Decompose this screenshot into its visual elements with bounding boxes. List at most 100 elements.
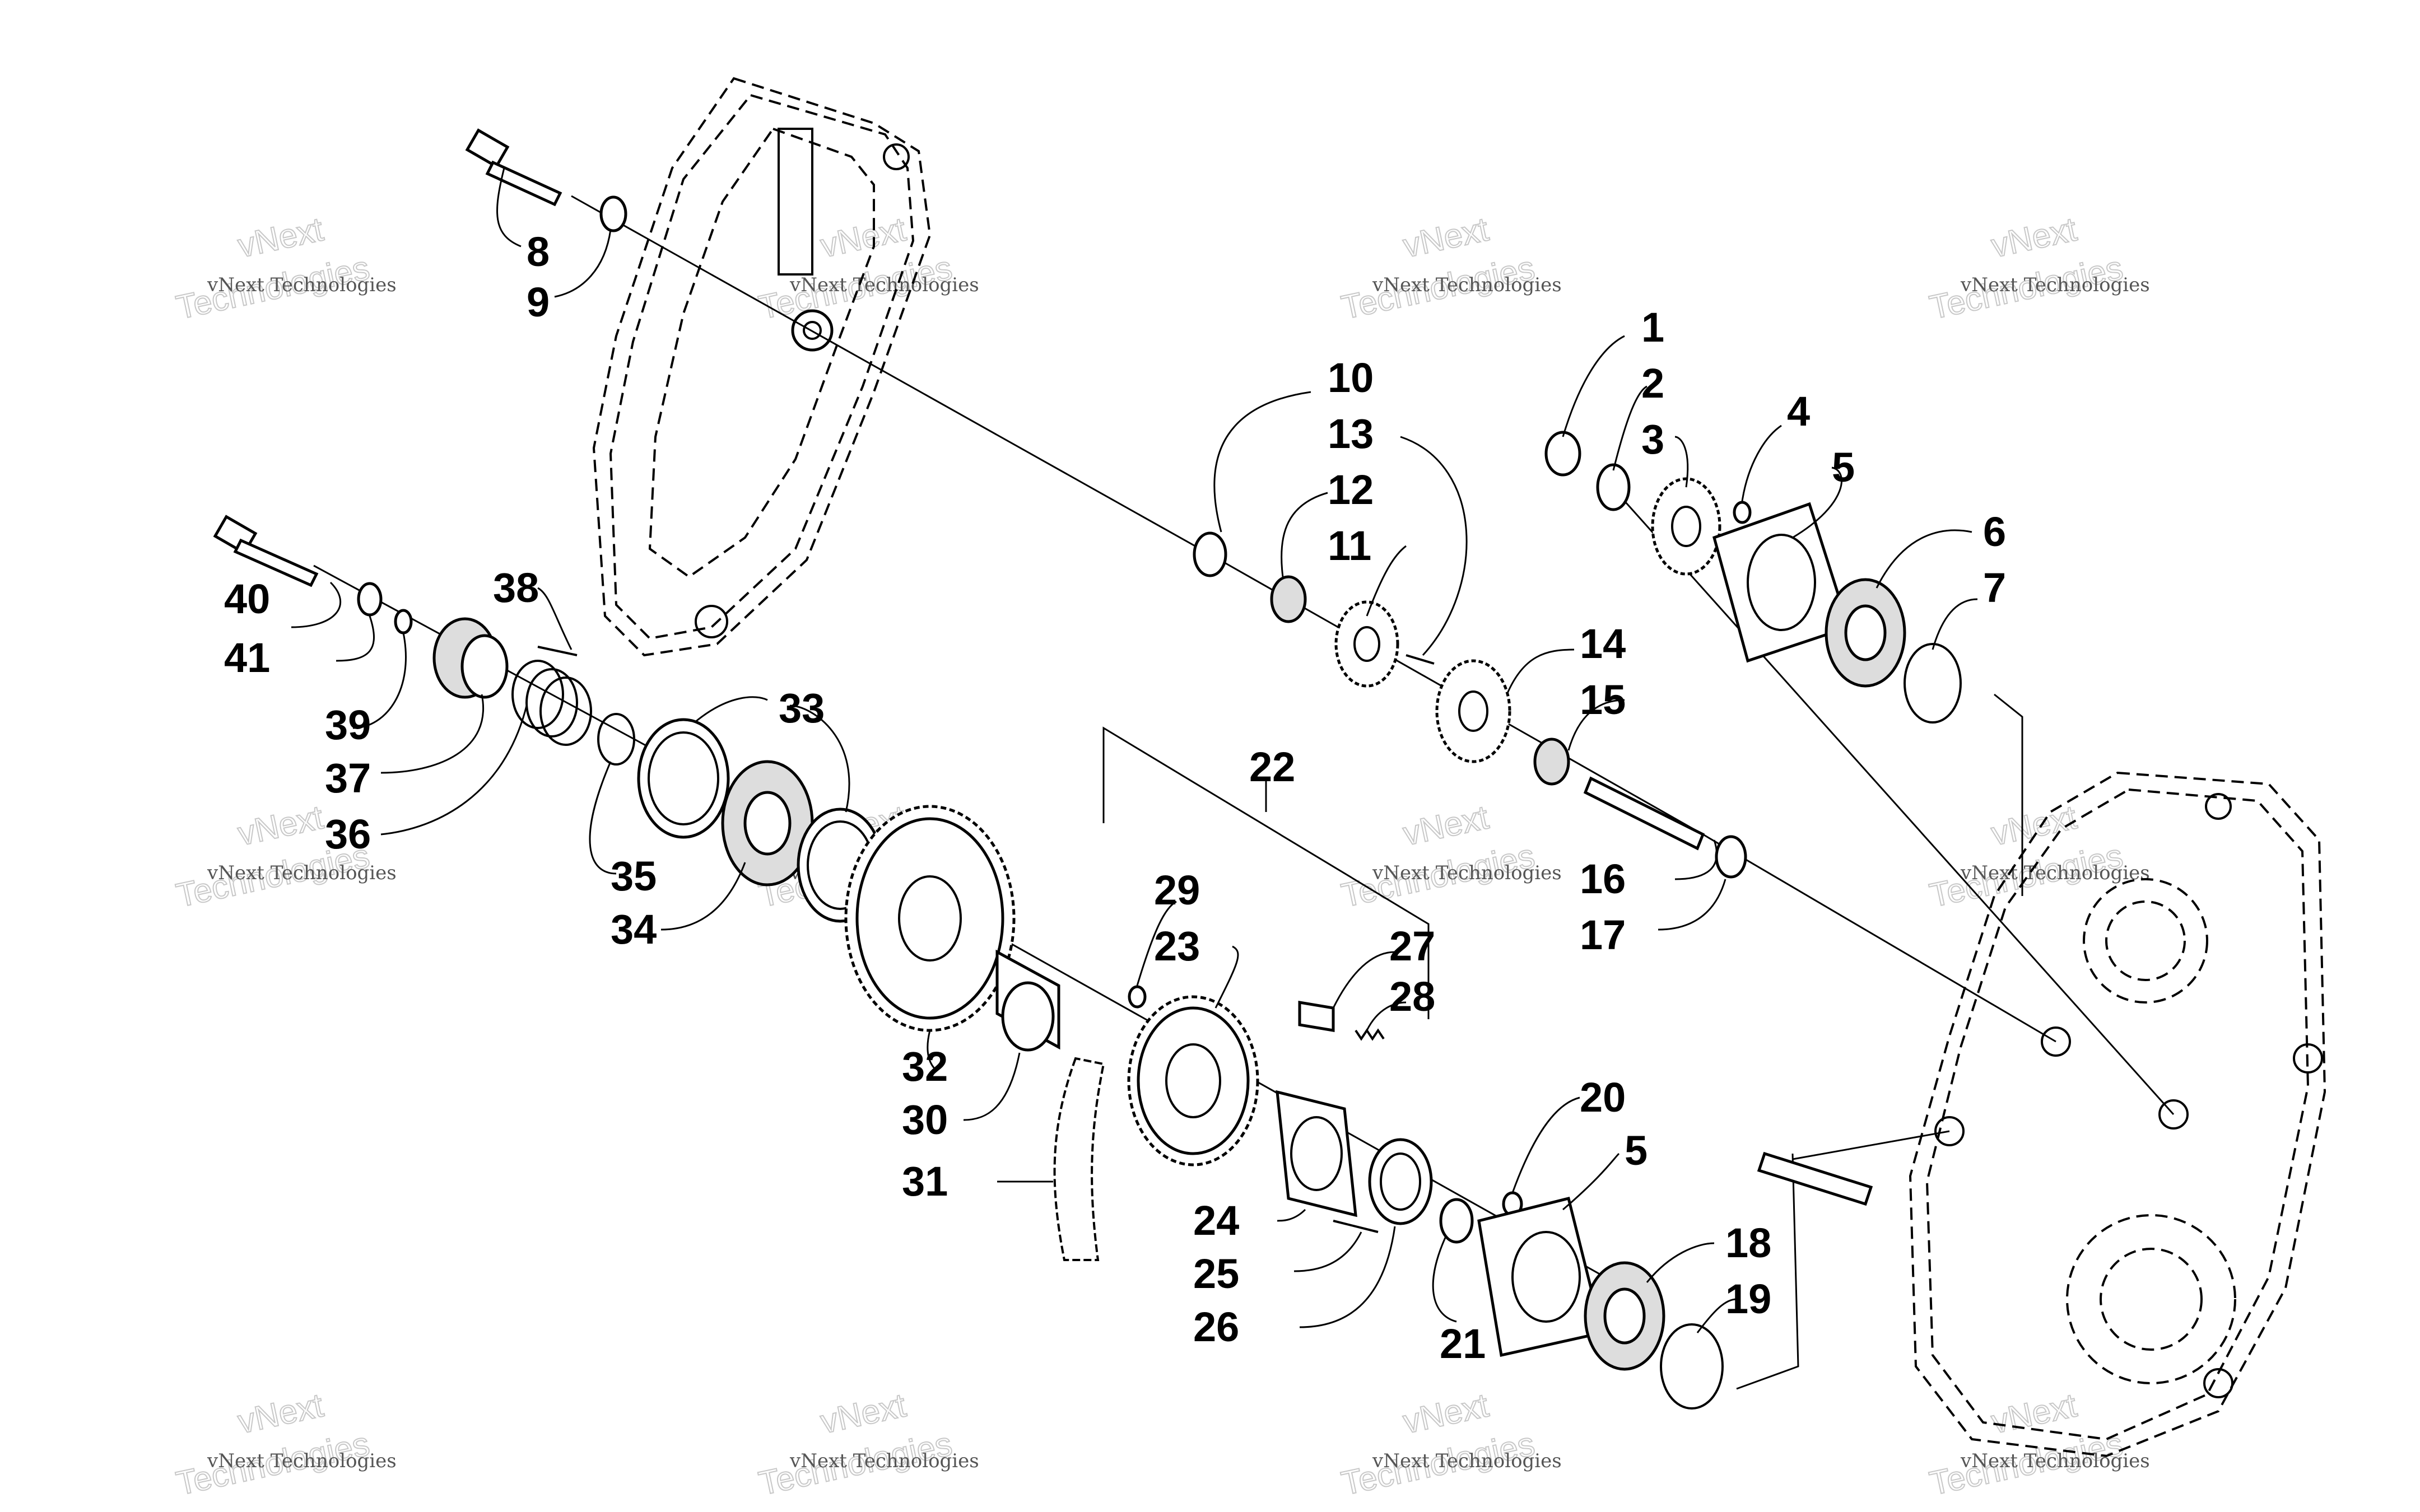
- svg-text:vNext Technologies: vNext Technologies: [1960, 1450, 2150, 1472]
- part-spring-28: [1355, 1028, 1385, 1041]
- part-washer-21: [1439, 1198, 1474, 1244]
- part-chain-31: [1053, 1057, 1105, 1261]
- part-nut-1: [1544, 431, 1581, 477]
- callout-23: 23: [1154, 923, 1200, 969]
- part-washer-9: [599, 195, 627, 232]
- callout-28: 28: [1389, 973, 1435, 1020]
- callout-41: 41: [224, 634, 270, 681]
- part-o-ring-7: [1904, 643, 1962, 724]
- part-pin-27: [1298, 1001, 1335, 1032]
- part-bushing-15: [1533, 738, 1570, 786]
- callout-10: 10: [1328, 354, 1374, 401]
- svg-text:vNext Technologies: vNext Technologies: [1960, 274, 2150, 296]
- part-gear-23: [1127, 995, 1259, 1166]
- part-screw-25: [1333, 1220, 1379, 1233]
- svg-text:vNext: vNext: [235, 210, 327, 264]
- watermark: vNext Technologies vNext Technologies: [755, 1385, 979, 1502]
- svg-text:vNext: vNext: [1400, 210, 1492, 264]
- part-spring-36: [511, 660, 592, 746]
- callout-22: 22: [1249, 744, 1295, 790]
- watermark: vNext Technologies vNext Technologies: [1338, 209, 1562, 326]
- svg-text:vNext: vNext: [1400, 1386, 1492, 1440]
- callout-1: 1: [1641, 304, 1664, 351]
- svg-text:vNext Technologies: vNext Technologies: [207, 274, 397, 296]
- watermarks: vNext Technologies vNext Technologies vN…: [173, 209, 2150, 1502]
- part-snap-ring-35: [597, 713, 635, 766]
- callout-21: 21: [1440, 1320, 1486, 1367]
- callout-25: 25: [1193, 1250, 1239, 1297]
- callout-24: 24: [1193, 1197, 1239, 1244]
- part-bolt-8: [465, 128, 562, 207]
- callout-37: 37: [325, 755, 371, 801]
- callout-19: 19: [1725, 1276, 1771, 1322]
- part-cap-37: [432, 617, 509, 699]
- part-plate-24: [1276, 1090, 1357, 1217]
- part-pin-38: [537, 646, 578, 656]
- callout-31: 31: [902, 1158, 948, 1205]
- callout-12: 12: [1328, 466, 1374, 513]
- callout-32: 32: [902, 1043, 948, 1090]
- callout-5a: 5: [1832, 444, 1855, 491]
- callout-6: 6: [1983, 508, 2006, 555]
- part-gear-11: [1334, 600, 1399, 688]
- watermark: vNext Technologies vNext Technologies: [1338, 1385, 1562, 1502]
- callout-27: 27: [1389, 923, 1435, 969]
- part-gear-32: [844, 805, 1016, 1032]
- callout-7: 7: [1983, 564, 2006, 611]
- callout-34: 34: [611, 906, 657, 953]
- part-gear-3: [1651, 477, 1721, 576]
- part-washer-10: [1193, 531, 1227, 577]
- callout-39: 39: [325, 702, 371, 748]
- part-hub-30: [995, 949, 1060, 1052]
- callout-3: 3: [1641, 416, 1664, 463]
- watermark: vNext Technologies vNext Technologies: [173, 1385, 397, 1502]
- part-clip-39: [394, 609, 413, 634]
- part-bearing-6: [1825, 578, 1906, 688]
- part-bolt-40: [213, 515, 319, 587]
- svg-text:vNext: vNext: [817, 1386, 909, 1440]
- callout-14: 14: [1580, 620, 1626, 667]
- part-bearing-plate-5b: [1477, 1196, 1604, 1357]
- callout-9: 9: [527, 279, 550, 325]
- svg-text:vNext Technologies: vNext Technologies: [1372, 274, 1562, 296]
- svg-text:vNext: vNext: [1988, 210, 2080, 264]
- part-washer-17: [1715, 835, 1747, 879]
- svg-text:vNext Technologies: vNext Technologies: [789, 1450, 979, 1472]
- part-pin-13: [1406, 654, 1435, 665]
- chaincase-cover-outline: [592, 77, 932, 657]
- chaincase-housing-outline: [1909, 771, 2326, 1458]
- watermark: vNext Technologies vNext Technologies: [1338, 797, 1562, 914]
- watermark: vNext Technologies vNext Technologies: [1926, 209, 2150, 326]
- part-thrust-bearing-34: [721, 760, 814, 886]
- callout-26: 26: [1193, 1304, 1239, 1350]
- part-washer-41: [357, 582, 383, 617]
- callout-numbers: 1 2 3 4 5 6 7 8 9 10 13 12 11 14 15 16 1…: [224, 228, 2006, 1367]
- watermark: vNext Technologies vNext Technologies: [755, 209, 979, 326]
- part-bearing-18: [1584, 1261, 1665, 1371]
- callout-5b: 5: [1625, 1127, 1648, 1174]
- svg-text:vNext Technologies: vNext Technologies: [1372, 862, 1562, 884]
- svg-text:vNext Technologies: vNext Technologies: [1372, 1450, 1562, 1472]
- callout-33: 33: [779, 685, 825, 731]
- watermark: vNext Technologies vNext Technologies: [173, 209, 397, 326]
- callout-18: 18: [1725, 1220, 1771, 1266]
- svg-text:vNext Technologies: vNext Technologies: [1960, 862, 2150, 884]
- part-bushing-12: [1270, 575, 1307, 623]
- part-nut-4: [1733, 501, 1752, 524]
- part-nut-29: [1128, 985, 1147, 1009]
- part-o-ring-19: [1660, 1323, 1724, 1410]
- callout-16: 16: [1580, 856, 1626, 902]
- callout-38: 38: [493, 564, 539, 611]
- leader-lines: [291, 167, 1978, 1333]
- svg-text:vNext: vNext: [817, 210, 909, 264]
- callout-15: 15: [1580, 676, 1626, 723]
- svg-text:vNext: vNext: [235, 1386, 327, 1440]
- part-stud: [1757, 1151, 1873, 1206]
- centerlines: [313, 195, 2175, 1390]
- svg-text:vNext Technologies: vNext Technologies: [789, 274, 979, 296]
- part-shaft-16: [1583, 776, 1705, 851]
- part-washer-33: [637, 718, 730, 839]
- part-gear-14: [1435, 659, 1511, 763]
- callout-20: 20: [1580, 1074, 1626, 1121]
